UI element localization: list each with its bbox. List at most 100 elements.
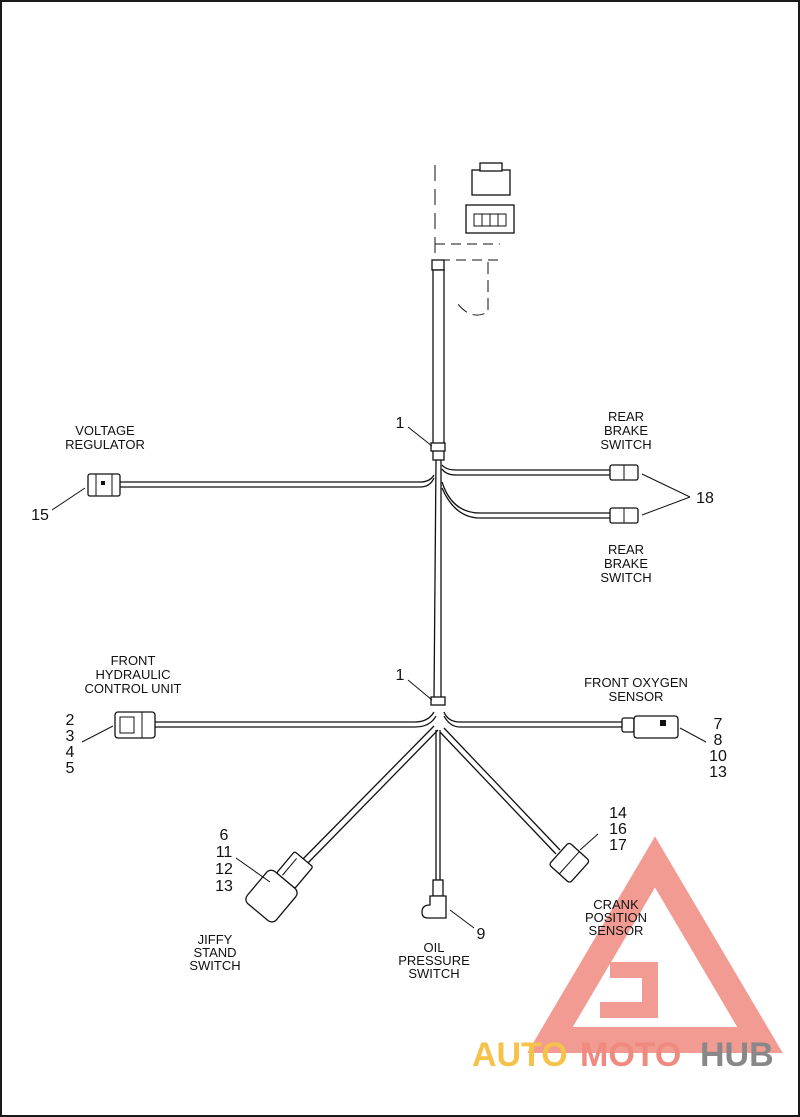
watermark-hub: HUB <box>700 1036 774 1074</box>
leader-15 <box>51 487 86 511</box>
front-hydraulic-branch <box>81 711 437 743</box>
label-oil-pressure-switch-line-2: PRESSURE <box>398 953 470 968</box>
js-wire-b <box>304 729 439 867</box>
label-crank-position-sensor-line-1: CRANK <box>593 897 639 912</box>
crank-position-connector <box>549 842 590 883</box>
rb-top-wire-a <box>441 464 610 471</box>
label-jiffy-stand-switch-line-2: STAND <box>193 945 236 960</box>
callout-1-upper: 1 <box>396 415 405 432</box>
callout-front-oxygen-4: 13 <box>709 764 727 781</box>
callout-front-oxygen-2: 8 <box>714 732 723 749</box>
callout-front-hydraulic-3: 4 <box>66 744 75 761</box>
fo-connector-latch <box>660 720 666 726</box>
cp-wire-a <box>443 727 561 851</box>
top-connector-cap <box>471 169 511 196</box>
oil-pressure-branch <box>421 730 475 929</box>
callout-crank-position-2: 16 <box>609 821 627 838</box>
label-rear-brake-switch-bottom-line-1: REAR <box>608 542 644 557</box>
label-rear-brake-switch-bottom-line-3: SWITCH <box>600 570 651 585</box>
callout-15: 15 <box>31 507 49 524</box>
leader-6-13 <box>235 857 271 883</box>
front-hydraulic-connector <box>114 711 156 739</box>
js-wire-a <box>299 725 435 863</box>
label-rear-brake-switch-bottom-line-2: BRAKE <box>604 556 648 571</box>
label-crank-position-sensor-line-3: SENSOR <box>589 923 644 938</box>
callout-jiffy-stand-3: 12 <box>215 861 233 878</box>
leader-14-17 <box>579 833 599 851</box>
label-front-oxygen-sensor-line-1: FRONT OXYGEN <box>584 675 688 690</box>
clip-lower <box>430 696 446 706</box>
fo-wire-b <box>443 715 622 728</box>
voltage-regulator-branch <box>51 473 435 511</box>
top-clip <box>431 259 445 271</box>
callout-9: 9 <box>477 926 486 943</box>
fh-wire-a <box>155 711 435 723</box>
label-oil-pressure-switch-line-3: SWITCH <box>408 966 459 981</box>
callout-jiffy-stand-2: 11 <box>216 844 233 861</box>
leader-9 <box>449 909 475 929</box>
js-connector-rib <box>282 858 297 876</box>
js-connector-body <box>245 869 298 923</box>
leader-1-upper <box>407 426 433 447</box>
trunk-sheath <box>432 269 445 461</box>
leader-7-13 <box>679 727 707 743</box>
leader-1-lower <box>407 679 433 701</box>
label-rear-brake-switch-top-line-1: REAR <box>608 409 644 424</box>
vr-wire-a <box>120 474 435 483</box>
label-jiffy-stand-switch-line-3: SWITCH <box>189 958 240 973</box>
dashed-outline-curve <box>454 262 489 316</box>
label-front-hydraulic-control-unit-line-2: HYDRAULIC <box>95 667 170 682</box>
component-labels: VOLTAGEREGULATORREARBRAKESWITCHREARBRAKE… <box>65 409 688 981</box>
front-oxygen-branch <box>443 711 707 743</box>
fh-connector-face <box>119 716 135 734</box>
watermark-moto: MOTO <box>580 1036 681 1074</box>
watermark-auto: AUTO <box>472 1036 568 1074</box>
callout-1-lower: 1 <box>396 667 405 684</box>
fo-wire-a <box>443 711 622 723</box>
label-front-hydraulic-control-unit-line-1: FRONT <box>111 653 156 668</box>
label-rear-brake-switch-top-line-3: SWITCH <box>600 437 651 452</box>
label-voltage-regulator-line-2: REGULATOR <box>65 437 145 452</box>
front-oxygen-connector-a <box>621 717 635 733</box>
jiffy-stand-connector <box>245 851 313 923</box>
watermark-logo <box>527 836 783 1053</box>
callout-jiffy-stand-4: 13 <box>215 878 233 895</box>
label-crank-position-sensor-line-2: POSITION <box>585 910 647 925</box>
rear-brake-branch <box>441 464 691 524</box>
vr-connector-pin <box>101 481 105 485</box>
callout-front-hydraulic-2: 3 <box>66 728 75 745</box>
leader-18-bottom <box>641 496 691 516</box>
label-jiffy-stand-switch-line-1: JIFFY <box>198 932 233 947</box>
callout-jiffy-stand-1: 6 <box>220 827 229 844</box>
rb-top-wire-b <box>441 468 610 476</box>
trunk-wire-left <box>433 459 437 701</box>
front-oxygen-connector-b <box>633 715 679 739</box>
jiffy-stand-branch <box>235 725 439 923</box>
callout-crank-position-1: 14 <box>609 805 627 822</box>
leader-18-top <box>641 473 691 498</box>
rb-bottom-wire-b <box>441 487 610 519</box>
callout-front-hydraulic-1: 2 <box>66 712 75 729</box>
fh-wire-b <box>155 715 437 728</box>
callout-18: 18 <box>696 490 714 507</box>
watermark-text: AUTO MOTO HUB <box>472 1036 774 1074</box>
rb-bottom-wire-a <box>441 481 610 514</box>
main-trunk <box>430 269 446 706</box>
vr-wire-b <box>120 477 435 488</box>
cp-connector-rib <box>558 851 580 875</box>
label-rear-brake-switch-top-line-2: BRAKE <box>604 423 648 438</box>
label-front-hydraulic-control-unit-line-3: CONTROL UNIT <box>84 681 181 696</box>
watermark-triangle <box>527 836 783 1053</box>
callout-crank-position-3: 17 <box>609 837 627 854</box>
label-oil-pressure-switch-line-1: OIL <box>424 940 445 955</box>
label-voltage-regulator-line-1: VOLTAGE <box>75 423 135 438</box>
callout-front-oxygen-1: 7 <box>714 716 723 733</box>
oil-pressure-switch-body <box>421 895 447 919</box>
label-front-oxygen-sensor-line-2: SENSOR <box>609 689 664 704</box>
callout-front-hydraulic-4: 5 <box>66 760 75 777</box>
crank-position-branch <box>439 727 599 883</box>
callout-front-oxygen-3: 10 <box>709 748 727 765</box>
